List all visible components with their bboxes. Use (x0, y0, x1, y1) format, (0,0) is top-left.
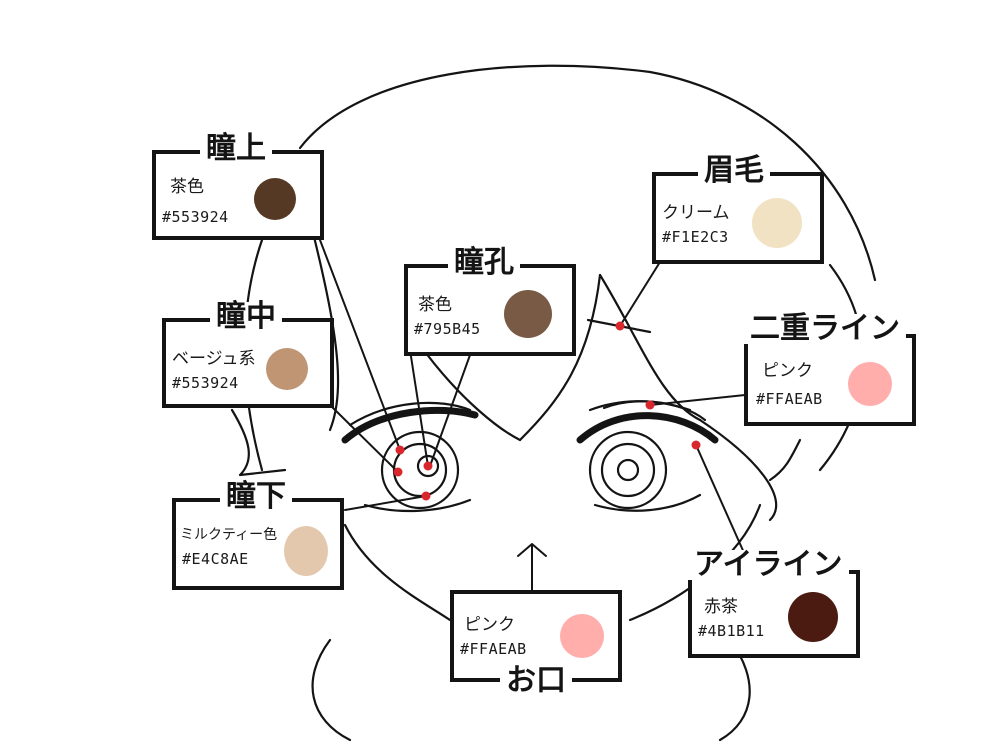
label-title: 瞳上 (200, 134, 272, 164)
left-eyelid (348, 401, 472, 427)
color-swatch (848, 362, 892, 406)
color-name: ピンク (762, 361, 813, 381)
right-eyelash (576, 412, 719, 444)
label-title: 瞳中 (210, 302, 282, 332)
color-name: クリーム (662, 203, 730, 223)
label-box-doukou: 瞳孔 茶色 #795B45 (404, 248, 576, 356)
color-swatch (504, 290, 552, 338)
color-swatch (254, 178, 296, 220)
color-hex: #795B45 (414, 320, 481, 338)
label-box-okuchi: お口 ピンク #FFAEAB (450, 590, 622, 696)
color-hex: #FFAEAB (756, 390, 823, 408)
right-iris (588, 430, 668, 510)
label-box-hitomi-ue: 瞳上 茶色 #553924 (152, 134, 324, 240)
leader-eyeline (695, 444, 746, 556)
marker-dot (395, 445, 405, 455)
leader-mayuge (619, 261, 661, 327)
marker-dot (421, 491, 431, 501)
color-hex: #E4C8AE (182, 550, 249, 568)
hair-tuft-right (768, 438, 802, 482)
left-iris (380, 430, 460, 510)
color-hex: #553924 (172, 374, 239, 392)
leader-doukou (409, 349, 429, 467)
color-swatch (788, 592, 838, 642)
color-name: ピンク (464, 615, 515, 635)
mouth-arrow-head (517, 543, 547, 557)
color-name: ミルクティー色 (180, 527, 278, 543)
leader-hitomi-naka (329, 404, 399, 473)
hair-strand-right (698, 418, 778, 522)
label-box-eyeline: アイライン 赤茶 #4B1B11 (688, 550, 860, 658)
right-iris-inner (600, 442, 656, 498)
color-swatch (560, 614, 604, 658)
hair-strand-center (518, 273, 602, 442)
label-title: 眉毛 (698, 156, 770, 186)
right-eye-lower (593, 493, 702, 512)
hair-strand-center-left (418, 343, 522, 442)
color-hex: #FFAEAB (460, 640, 527, 658)
crease-mark (602, 400, 692, 412)
color-name: 茶色 (170, 177, 204, 197)
color-name: 茶色 (418, 295, 452, 315)
right-pupil (616, 458, 640, 482)
label-title: 瞳下 (220, 482, 292, 512)
marker-dot (393, 467, 403, 477)
color-hex: #F1E2C3 (662, 228, 729, 246)
label-box-hitomi-shita: 瞳下 ミルクティー色 #E4C8AE (172, 482, 344, 590)
color-name: 赤茶 (704, 597, 738, 617)
label-title: お口 (500, 666, 572, 696)
marker-dot (645, 400, 655, 410)
left-eyelash (341, 406, 479, 444)
marker-dot (423, 461, 433, 471)
label-box-mayuge: 眉毛 クリーム #F1E2C3 (652, 156, 824, 264)
color-swatch (266, 348, 308, 390)
color-name: ベージュ系 (172, 349, 256, 369)
face-contour (343, 523, 452, 622)
color-swatch (752, 198, 802, 248)
label-title: アイライン (688, 550, 849, 580)
marker-dot (691, 440, 701, 450)
head-outline (298, 64, 877, 282)
color-swatch (284, 526, 328, 576)
color-hex: #553924 (162, 208, 229, 226)
leader-hitomi-shita (344, 495, 427, 511)
left-pupil (416, 454, 440, 478)
label-title: 瞳孔 (448, 248, 520, 278)
label-title: 二重ライン (744, 314, 906, 344)
leader-futae (649, 394, 746, 406)
label-box-futae-line: 二重ライン ピンク #FFAEAB (744, 314, 916, 426)
leader-doukou-2 (429, 354, 471, 467)
label-box-hitomi-naka: 瞳中 ベージュ系 #553924 (162, 302, 334, 408)
hair-strand-center-right (598, 273, 702, 422)
hair-tuft-left (230, 408, 287, 477)
leader-hitomi-ue (319, 239, 401, 451)
color-hex: #4B1B11 (698, 622, 765, 640)
left-eye-lower (363, 498, 472, 513)
marker-dot (615, 321, 625, 331)
